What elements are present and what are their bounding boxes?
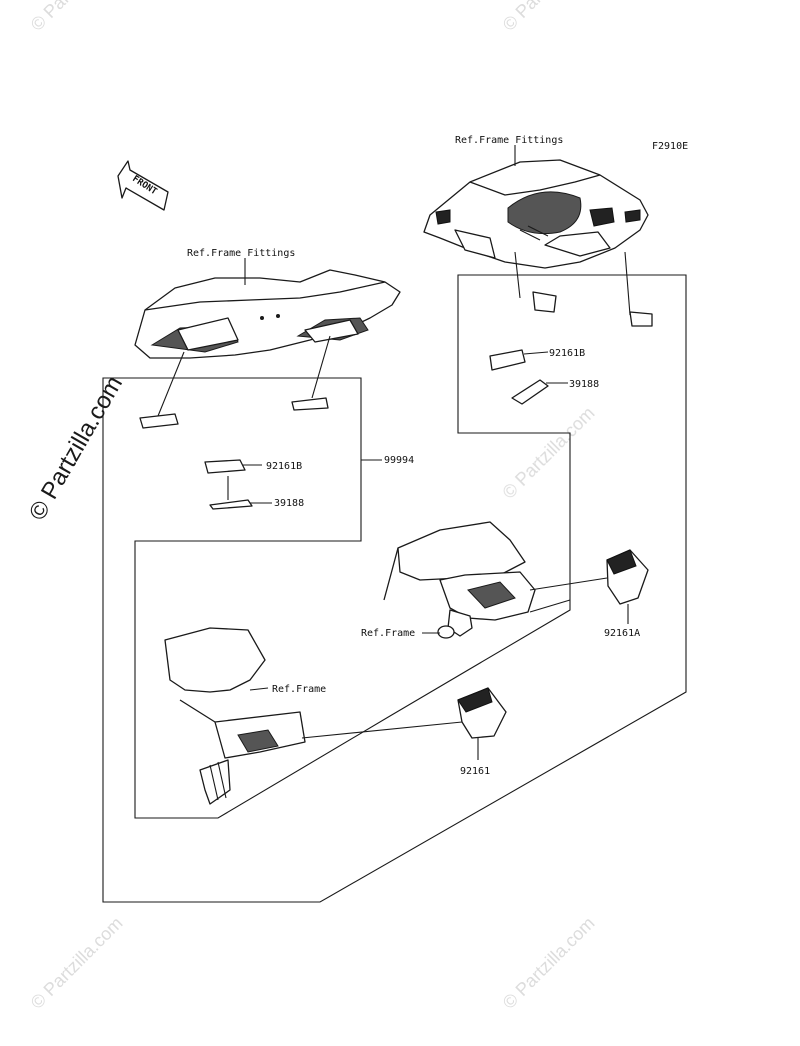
rear-frame-mount-assembly xyxy=(383,521,649,639)
figure-code: F2910E xyxy=(652,141,688,152)
label-39188-left: 39188 xyxy=(274,498,304,509)
rear-bracket-assembly xyxy=(423,159,649,269)
label-39188-right: 39188 xyxy=(569,379,599,390)
label-92161: 92161 xyxy=(460,766,490,777)
label-92161b-left: 92161B xyxy=(266,461,302,472)
pads-right xyxy=(489,251,653,405)
label-92161a: 92161A xyxy=(604,628,640,639)
label-92161b-right: 92161B xyxy=(549,348,585,359)
kit-frame xyxy=(102,274,687,903)
watermark-tile: © Partzilla.com xyxy=(499,0,599,35)
front-bracket-assembly xyxy=(134,269,401,359)
label-ref-frame-fittings-top: Ref.Frame Fittings xyxy=(455,135,563,146)
watermark-main: © Partzilla.com xyxy=(24,371,128,525)
watermark-tile: © Partzilla.com xyxy=(27,0,127,35)
front-frame-mount-assembly xyxy=(164,627,507,805)
front-arrow-icon: FRONT xyxy=(117,160,169,211)
label-ref-frame-fittings-left: Ref.Frame Fittings xyxy=(187,248,295,259)
watermark-tile: © Partzilla.com xyxy=(27,913,127,1013)
label-ref-frame-1: Ref.Frame xyxy=(361,628,415,639)
watermark-tile: © Partzilla.com xyxy=(499,913,599,1013)
label-kit-number: 99994 xyxy=(384,455,414,466)
watermark-tile: © Partzilla.com xyxy=(499,403,599,503)
label-ref-frame-2: Ref.Frame xyxy=(272,684,326,695)
callout-labels: Ref.Frame Fittings Ref.Frame Fittings 99… xyxy=(187,135,640,777)
watermark-tiles: © Partzilla.com © Partzilla.com © Partzi… xyxy=(27,0,599,1013)
pads-left xyxy=(139,335,382,510)
leader-lines xyxy=(244,145,516,634)
